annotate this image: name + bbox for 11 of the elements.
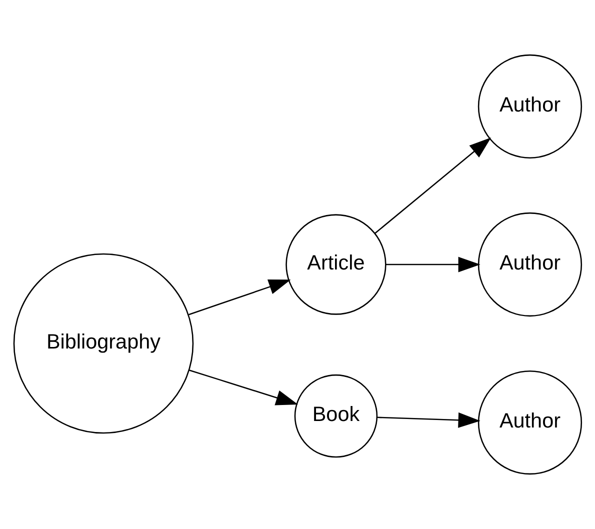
node-circle: Author <box>478 370 582 475</box>
node-circle: Bibliography <box>13 253 194 434</box>
node-circle: Book <box>294 374 378 458</box>
arrow <box>386 256 480 272</box>
node-circle: Article <box>286 214 386 315</box>
arrow <box>374 137 492 234</box>
node-circle: Author <box>478 54 582 159</box>
arrow <box>188 279 291 316</box>
node-circle: Author <box>478 212 582 317</box>
arrow <box>377 412 480 428</box>
arrow <box>189 370 298 406</box>
